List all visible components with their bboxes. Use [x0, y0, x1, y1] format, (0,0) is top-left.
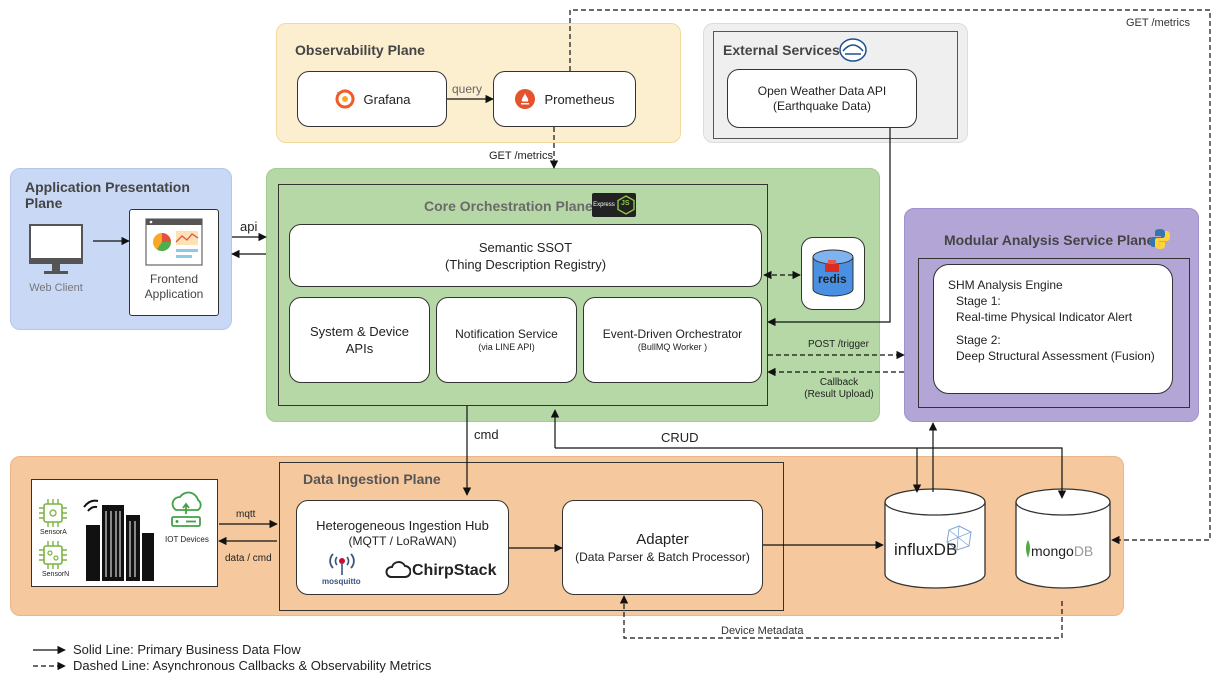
device-metadata-line	[619, 595, 1063, 639]
open-weather-api-box: Open Weather Data API (Earthquake Data)	[727, 69, 917, 128]
express-logo-text: Express	[593, 202, 615, 208]
post-trigger-label: POST /trigger	[808, 339, 869, 350]
core-plane-title: Core Orchestration Plane	[424, 198, 593, 214]
crud-line	[555, 447, 1067, 499]
system-apis-line1: System & Device	[310, 324, 409, 339]
external-services-title: External Services	[723, 42, 840, 58]
get-metrics-top-label: GET /metrics	[1126, 17, 1190, 29]
buildings-icon	[83, 499, 154, 581]
chirpstack-cloud-icon	[385, 561, 411, 578]
ssot-title: Semantic SSOT	[478, 239, 573, 255]
stage1-label: Stage 1:	[956, 294, 1001, 308]
get-metrics-top-line	[569, 9, 1211, 545]
iot-devices-cloud-icon	[171, 491, 202, 527]
notification-service-box: Notification Service (via LINE API)	[436, 297, 577, 383]
influxdb-cylinder-icon	[884, 488, 986, 589]
sensor-n-chip-icon	[39, 541, 67, 569]
express-logo: Express	[592, 193, 636, 217]
orchestrator-subtitle: (BullMQ Worker )	[637, 342, 708, 352]
hub-subtitle: (MQTT / LoRaWAN)	[348, 534, 457, 548]
data-cmd-label: data / cmd	[225, 553, 272, 564]
mongodb-label-prefix: mongo	[1031, 543, 1074, 559]
ingestion-hub-box: Heterogeneous Ingestion Hub (MQTT / LoRa…	[296, 500, 509, 595]
legend-dashed-text: Dashed Line: Asynchronous Callbacks & Ob…	[73, 658, 432, 673]
api-label: api	[240, 219, 258, 234]
stage2-label: Stage 2:	[956, 333, 1001, 347]
orchestrator-title: Event-Driven Orchestrator	[602, 327, 743, 341]
iot-devices-label: IOT Devices	[165, 535, 209, 544]
prometheus-label: Prometheus	[544, 91, 615, 107]
system-apis-line2: APIs	[345, 341, 374, 356]
system-device-apis-box: System & Device APIs	[289, 297, 430, 383]
event-driven-orchestrator-box: Event-Driven Orchestrator (BullMQ Worker…	[583, 297, 762, 383]
open-weather-api-subtitle: (Earthquake Data)	[772, 98, 872, 113]
redis-label: redis	[818, 272, 847, 286]
nodejs-icon	[617, 195, 635, 215]
prometheus-icon	[515, 89, 536, 109]
web-client-monitor-icon	[29, 224, 83, 274]
prometheus-box: Prometheus	[493, 71, 636, 127]
sensor-a-label: SensorA	[40, 529, 67, 536]
frontend-label-line2: Application	[144, 287, 204, 301]
iot-devices-panel	[31, 479, 218, 587]
shm-analysis-engine-box: SHM Analysis Engine Stage 1: Real-time P…	[933, 264, 1173, 394]
weather-agency-logo-icon	[839, 38, 867, 62]
cmd-label: cmd	[474, 427, 499, 442]
dashboard-icon	[145, 218, 203, 266]
device-metadata-label: Device Metadata	[721, 625, 804, 637]
core-orchestration-inner	[278, 184, 768, 406]
ingestion-plane-title: Data Ingestion Plane	[303, 471, 441, 487]
crud-label: CRUD	[661, 430, 699, 445]
mongodb-cylinder-icon	[1015, 488, 1111, 589]
ssot-subtitle: (Thing Description Registry)	[444, 256, 607, 272]
mqtt-label: mqtt	[236, 509, 256, 520]
grafana-box: Grafana	[297, 71, 447, 127]
legend-solid-text: Solid Line: Primary Business Data Flow	[73, 642, 301, 657]
frontend-application-box: Frontend Application	[129, 209, 219, 316]
engine-title: SHM Analysis Engine	[948, 278, 1063, 292]
chirpstack-label: ChirpStack	[412, 562, 497, 579]
mosquitto-label: mosquitto	[322, 577, 361, 586]
adapter-box: Adapter (Data Parser & Batch Processor)	[562, 500, 763, 595]
redis-box	[801, 237, 865, 310]
callback-label-line1: Callback	[819, 377, 859, 388]
sensor-a-chip-icon	[39, 499, 67, 527]
stage1-description: Real-time Physical Indicator Alert	[956, 310, 1133, 324]
data-ingestion-inner	[279, 462, 784, 611]
application-plane-title: Application Presentation Plane	[25, 179, 190, 211]
hub-title: Heterogeneous Ingestion Hub	[316, 518, 489, 533]
sensor-n-label: SensorN	[42, 571, 70, 578]
stage2-description: Deep Structural Assessment (Fusion)	[956, 349, 1155, 363]
semantic-ssot-box: Semantic SSOT (Thing Description Registr…	[289, 224, 762, 287]
grafana-label: Grafana	[363, 91, 411, 107]
notification-subtitle: (via LINE API)	[478, 342, 535, 352]
nodejs-js-label: JS	[621, 200, 630, 207]
frontend-label-line1: Frontend	[149, 272, 199, 286]
redis-icon	[812, 249, 854, 296]
mosquitto-icon	[329, 553, 355, 575]
python-icon	[1150, 229, 1170, 249]
analysis-plane-title: Modular Analysis Service Plane	[944, 232, 1155, 248]
grafana-icon	[335, 89, 355, 109]
notification-title: Notification Service	[455, 327, 558, 341]
get-metrics-label: GET /metrics	[489, 150, 553, 162]
query-label: query	[452, 82, 483, 96]
adapter-subtitle: (Data Parser & Batch Processor)	[575, 550, 750, 564]
callback-label-line2: (Result Upload)	[804, 389, 874, 400]
adapter-title: Adapter	[636, 531, 689, 548]
open-weather-api-title: Open Weather Data API	[757, 83, 887, 98]
mongodb-label-suffix: DB	[1073, 543, 1094, 559]
observability-plane-title: Observability Plane	[295, 42, 425, 58]
weather-feed-arrow	[767, 128, 891, 327]
mongodb-label: mongoDB	[1031, 543, 1093, 559]
web-client-label: Web Client	[29, 282, 83, 294]
influxdb-label: influxDB	[894, 540, 958, 559]
modular-analysis-inner	[918, 258, 1190, 408]
